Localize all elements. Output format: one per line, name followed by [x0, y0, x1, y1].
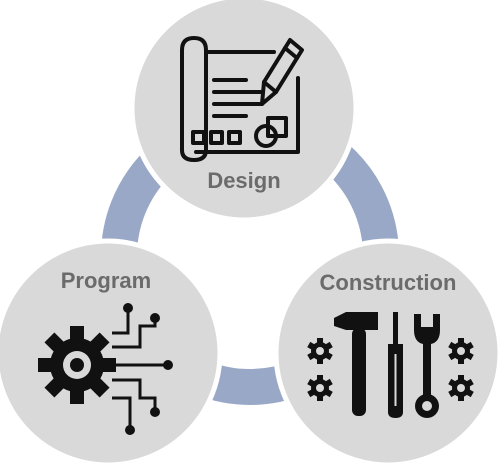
small-gear-icon: [307, 375, 333, 401]
wrench-icon: [414, 314, 440, 418]
program-circle: [0, 238, 223, 468]
design-node: Design: [129, 0, 359, 223]
blueprint-pencil-icon: [180, 36, 304, 162]
small-gear-icon: [448, 375, 474, 401]
tools-gears-icon: [307, 312, 474, 418]
screwdriver-icon: [388, 312, 403, 418]
program-label: Program: [61, 268, 151, 293]
construction-node: Construction: [273, 238, 500, 468]
small-gear-icon: [307, 338, 333, 364]
small-gear-icon: [448, 338, 474, 364]
gear-circuit-icon: [38, 303, 173, 435]
program-node: Program: [0, 238, 223, 468]
construction-label: Construction: [320, 270, 457, 295]
design-label: Design: [207, 168, 280, 193]
hammer-icon: [334, 312, 378, 416]
